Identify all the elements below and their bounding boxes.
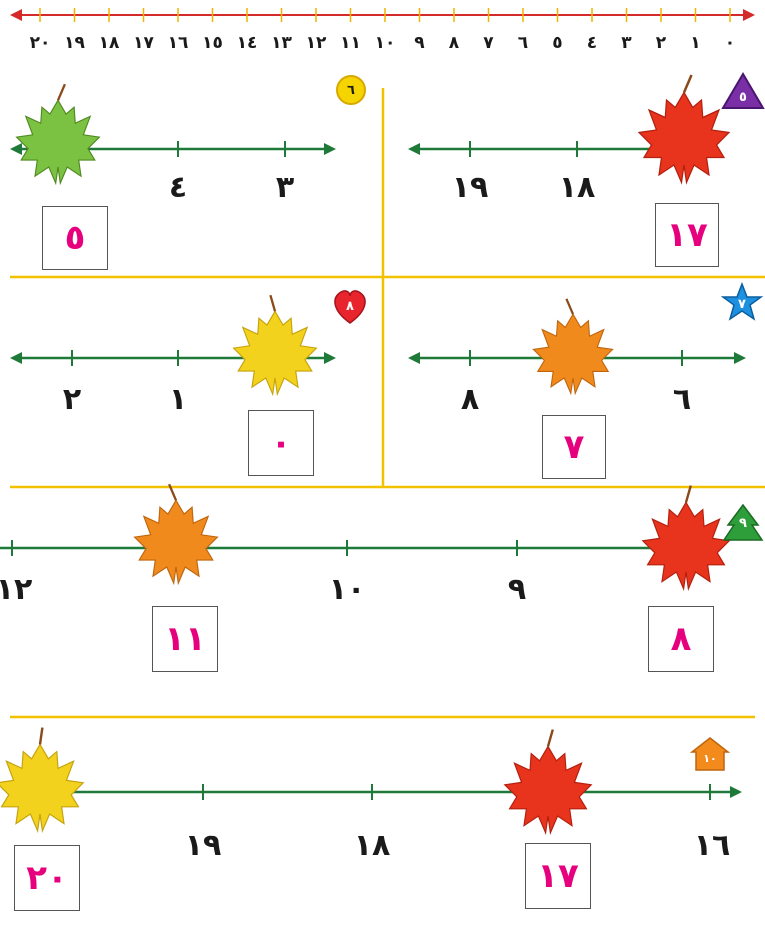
top-number-line xyxy=(10,8,755,22)
top-line-label: ٥ xyxy=(543,33,573,53)
exercise-9-badge: ٩ xyxy=(726,506,760,540)
exercise-10-badge: ١٠ xyxy=(693,741,727,775)
top-line-label: ٩ xyxy=(405,33,435,53)
top-line-label: ١١ xyxy=(336,33,366,53)
top-line-label: ٢ xyxy=(646,33,676,53)
top-line-label: ٦ xyxy=(508,33,538,53)
tick-label: ٨ xyxy=(440,382,500,417)
top-line-label: ١٥ xyxy=(198,33,228,53)
tick-label: ١ xyxy=(148,382,208,417)
tick-label: ١٠ xyxy=(317,572,377,607)
tick-label: ١٦ xyxy=(682,828,742,863)
green-leaf-icon xyxy=(17,84,100,183)
answer-box: ٠ xyxy=(248,410,314,476)
tick-label: ٢ xyxy=(42,382,102,417)
red-leaf-icon xyxy=(505,730,591,833)
red-leaf-icon xyxy=(639,75,729,183)
answer-box: ٧ xyxy=(542,415,606,479)
tick-label: ١٨ xyxy=(547,170,607,205)
top-line-label: ١٨ xyxy=(94,33,124,53)
exercise-number: ٧ xyxy=(738,297,746,312)
answer-value: ٧ xyxy=(564,427,585,467)
tick-label: ١٩ xyxy=(440,170,500,205)
top-line-label: ١٣ xyxy=(267,33,297,53)
exercise-number: ٩ xyxy=(739,516,747,531)
exercise-number: ١٠ xyxy=(703,752,716,765)
red-leaf-icon xyxy=(643,486,729,589)
exercise-6-number-line xyxy=(10,84,336,183)
answer-value: ٥ xyxy=(65,218,86,258)
top-line-label: ٤ xyxy=(577,33,607,53)
top-line-label: ١٤ xyxy=(232,33,262,53)
exercise-10-number-line xyxy=(0,728,742,833)
tick-label: ٩ xyxy=(487,572,547,607)
answer-box: ٢٠ xyxy=(14,845,80,911)
top-line-label: ١٦ xyxy=(163,33,193,53)
top-line-label: ٧ xyxy=(474,33,504,53)
orange-leaf-icon xyxy=(135,484,218,583)
tick-label: ٦ xyxy=(652,382,712,417)
top-line-label: ٨ xyxy=(439,33,469,53)
tick-label: ٣ xyxy=(255,170,315,205)
tick-label: ١٢ xyxy=(0,572,44,607)
answer-box: ٥ xyxy=(42,206,108,270)
answer-box: ١١ xyxy=(152,606,218,672)
top-line-label: ٢٠ xyxy=(25,33,55,53)
exercise-number: ٨ xyxy=(346,299,354,314)
answer-value: ١١ xyxy=(164,619,206,659)
exercise-7-number-line xyxy=(408,299,746,394)
answer-box: ١٧ xyxy=(655,203,719,267)
tick-label: ١٩ xyxy=(173,828,233,863)
tick-label: ٤ xyxy=(148,170,208,205)
yellow-leaf-icon xyxy=(0,728,83,831)
top-line-label: ١٠ xyxy=(370,33,400,53)
answer-value: ٢٠ xyxy=(26,858,68,898)
exercise-7-badge: ٧ xyxy=(725,287,759,321)
answer-value: ١٧ xyxy=(666,215,708,255)
answer-box: ١٧ xyxy=(525,843,591,909)
answer-box: ٨ xyxy=(648,606,714,672)
tick-label: ١٨ xyxy=(342,828,402,863)
top-line-ticks xyxy=(40,8,730,22)
answer-value: ٨ xyxy=(671,619,692,659)
top-line-label: ٣ xyxy=(612,33,642,53)
top-line-label: ٠ xyxy=(715,33,745,53)
orange-leaf-icon xyxy=(533,299,612,394)
answer-value: ١٧ xyxy=(537,856,579,896)
arrow-right-icon xyxy=(743,9,755,21)
top-line-label: ١ xyxy=(681,33,711,53)
top-line-label: ١٢ xyxy=(301,33,331,53)
top-line-label: ١٩ xyxy=(60,33,90,53)
exercise-5-number-line xyxy=(408,75,729,183)
exercise-8-badge: ٨ xyxy=(333,289,367,323)
exercise-6-badge: ٦ xyxy=(334,73,368,107)
top-line-label: ١٧ xyxy=(129,33,159,53)
exercise-8-number-line xyxy=(10,295,336,394)
exercise-5-badge: ٥ xyxy=(726,80,760,114)
yellow-leaf-icon xyxy=(234,295,317,394)
exercise-number: ٦ xyxy=(347,83,355,98)
arrow-left-icon xyxy=(10,9,22,21)
answer-value: ٠ xyxy=(271,423,292,463)
exercise-number: ٥ xyxy=(739,90,747,105)
